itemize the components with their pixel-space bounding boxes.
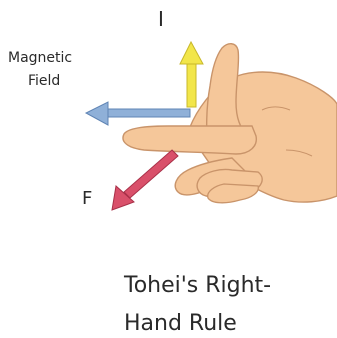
current-arrow — [180, 42, 203, 107]
magnetic-field-arrow — [86, 102, 190, 125]
hand-index-finger — [123, 126, 256, 154]
caption-line2: Hand Rule — [124, 311, 237, 336]
hand-curled-fingers-lower — [208, 184, 259, 203]
hand-illustration — [123, 44, 337, 203]
magnetic-field-label-line2: Field — [28, 73, 60, 89]
force-label: F — [82, 188, 92, 209]
force-arrow — [112, 150, 178, 210]
caption-line1: Tohei's Right- — [123, 273, 271, 298]
magnetic-field-label-line1: Magnetic — [8, 50, 72, 66]
current-label: I — [158, 7, 164, 31]
